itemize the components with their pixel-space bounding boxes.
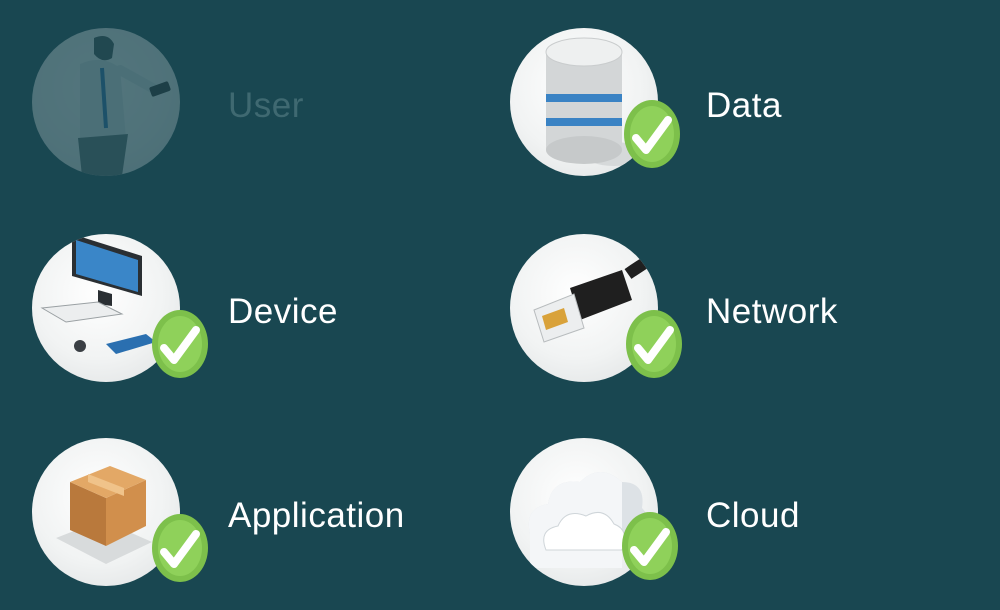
cloud-icon-group xyxy=(510,438,700,598)
checkmark-badge-icon xyxy=(624,100,680,168)
checkmark-badge-icon xyxy=(152,514,208,582)
icon-circle xyxy=(510,438,658,586)
item-data: Data xyxy=(510,28,950,188)
checkmark-badge-icon xyxy=(622,512,678,580)
checkmark-badge-icon xyxy=(152,310,208,378)
item-device: Device xyxy=(32,234,472,394)
item-label: Cloud xyxy=(706,496,800,535)
cloud-icon xyxy=(528,472,649,568)
network-icon-group xyxy=(510,234,700,394)
item-cloud: Cloud xyxy=(510,438,950,598)
item-label: User xyxy=(228,86,304,125)
item-label: Network xyxy=(706,292,838,331)
computer-icon xyxy=(40,234,156,354)
ethernet-cable-icon xyxy=(533,248,658,343)
item-label: Data xyxy=(706,86,782,125)
item-label: Device xyxy=(228,292,338,331)
item-network: Network xyxy=(510,234,950,394)
person-icon xyxy=(78,36,171,176)
database-icon xyxy=(545,37,644,166)
item-application: Application xyxy=(32,438,472,598)
icon-circle xyxy=(32,28,180,176)
data-icon-group xyxy=(510,28,700,188)
checkmark-badge-icon xyxy=(626,310,682,378)
icon-circle xyxy=(32,234,180,382)
application-icon-group xyxy=(32,438,222,598)
device-icon-group xyxy=(32,234,222,394)
package-box-icon xyxy=(56,466,152,564)
user-icon-group xyxy=(32,28,222,188)
item-user: User xyxy=(32,28,472,188)
item-label: Application xyxy=(228,496,405,535)
